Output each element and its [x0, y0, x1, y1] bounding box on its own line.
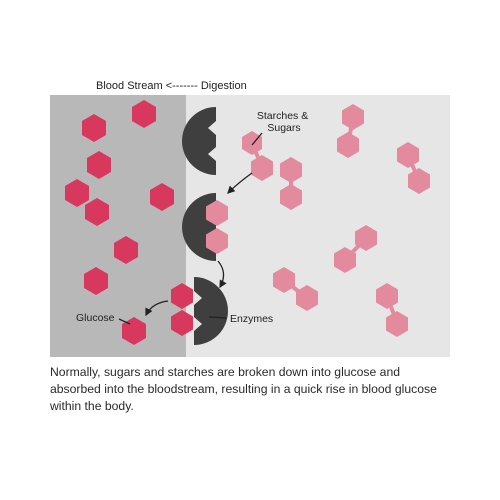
starch-molecule: [355, 225, 377, 251]
starch-molecule: [280, 157, 302, 183]
glucose-molecule: [87, 151, 111, 179]
enzymes-pointer: [208, 316, 227, 319]
starch-molecule: [206, 200, 228, 226]
starch-molecule: [251, 155, 273, 181]
glucose-molecule: [150, 183, 174, 211]
bloodstream-region: [50, 95, 186, 357]
digestion-region: [186, 95, 450, 357]
glucose-molecule: [132, 100, 156, 128]
diagram-header: Blood Stream <------- Digestion: [96, 80, 247, 92]
glucose-molecule: [171, 283, 193, 309]
starch-molecule: [273, 267, 295, 293]
arrow-to-glucose: [145, 300, 169, 317]
starch-molecule: [242, 131, 262, 155]
flow-arrows: [118, 132, 263, 325]
glucose-molecule: [82, 114, 106, 142]
starch-molecule: [280, 184, 302, 210]
starch-molecule: [342, 104, 364, 130]
starch-molecule: [408, 168, 430, 194]
enzymes-label: Enzymes: [230, 313, 273, 325]
diagram-caption: Normally, sugars and starches are broken…: [50, 365, 437, 413]
starch-molecule: [386, 311, 408, 337]
glucose-molecule: [171, 310, 193, 336]
starch-molecule: [397, 142, 419, 168]
starch-molecule: [376, 283, 398, 309]
starches-pointer: [251, 132, 263, 146]
starch-molecule: [206, 228, 228, 254]
starch-molecule: [334, 247, 356, 273]
starch-molecule: [337, 132, 359, 158]
enzyme-top: [182, 107, 216, 175]
glucose-molecule: [84, 267, 108, 295]
arrow-to-bottom-enzyme: [217, 260, 227, 289]
arrow-to-middle-enzyme: [227, 172, 253, 194]
enzyme-bottom: [194, 277, 228, 345]
glucose-label: Glucose: [76, 312, 115, 324]
glucose-molecule: [85, 198, 109, 226]
glucose-molecule: [114, 236, 138, 264]
glucose-molecule: [124, 318, 146, 344]
glucose-pointer: [118, 318, 131, 325]
glucose-molecule: [65, 179, 89, 207]
bound-starch-pair: [206, 200, 228, 254]
released-glucose-pair: [171, 283, 193, 336]
starch-molecule: [296, 285, 318, 311]
starch-chains: [242, 104, 430, 337]
digestion-diagram: Starches & Sugars Glucose Enzymes: [50, 95, 450, 357]
starches-label: Starches & Sugars: [257, 110, 311, 134]
